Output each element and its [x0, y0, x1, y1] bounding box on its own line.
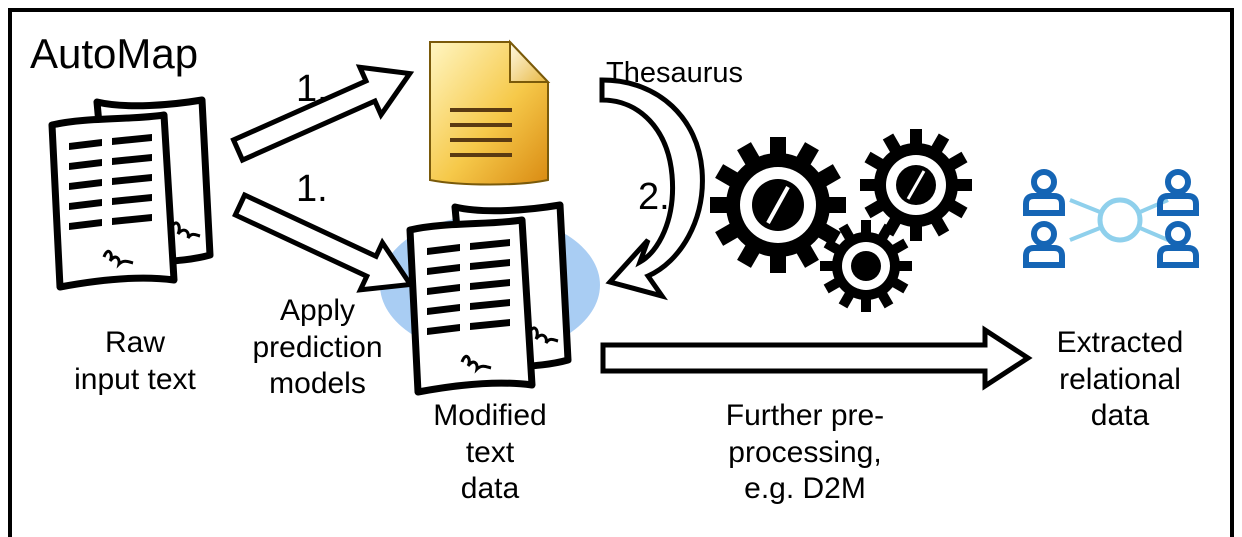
further-processing-label: Further pre- processing, e.g. D2M: [700, 398, 910, 508]
apply-models-line-2: prediction: [252, 330, 383, 364]
step-label-lower: 1.: [296, 168, 328, 210]
arrow-upper-icon: [230, 64, 415, 164]
extracted-line-2: relational: [1059, 362, 1181, 396]
gears-icon: [710, 129, 972, 312]
step-label-thesaurus: 2.: [638, 176, 670, 218]
further-line-2: processing,: [728, 435, 882, 469]
apply-models-label: Apply prediction models: [230, 293, 405, 403]
diagram-title: AutoMap: [30, 30, 199, 77]
modified-line-1: Modified: [433, 399, 547, 432]
extracted-line-3: data: [1090, 399, 1150, 433]
extracted-data-label: Extracted relational data: [1040, 325, 1200, 435]
further-line-1: Further pre-: [725, 399, 885, 432]
apply-models-line-3: models: [269, 367, 366, 401]
raw-input-line-2: input text: [74, 362, 196, 396]
raw-input-line-1: Raw: [104, 326, 165, 359]
network-icon: [1023, 169, 1199, 268]
apply-models-line-1: Apply: [279, 294, 356, 327]
extracted-line-1: Extracted: [1056, 326, 1184, 359]
modified-line-2: text: [465, 435, 515, 469]
arrow-further-processing-icon: [600, 325, 1033, 391]
curved-arrow-icon: [599, 77, 705, 301]
modified-text-label: Modified text data: [410, 398, 570, 508]
modified-line-3: data: [460, 472, 520, 506]
arrow-lower-icon: [232, 191, 415, 293]
raw-input-label: Raw input text: [55, 325, 215, 398]
step-label-upper: 1.: [296, 68, 328, 110]
further-line-3: e.g. D2M: [744, 472, 866, 506]
raw-document-stack-icon: [52, 100, 210, 287]
modified-document-stack-icon: [410, 205, 568, 392]
notepad-icon: [429, 39, 551, 186]
thesaurus-label: Thesaurus: [606, 57, 744, 89]
